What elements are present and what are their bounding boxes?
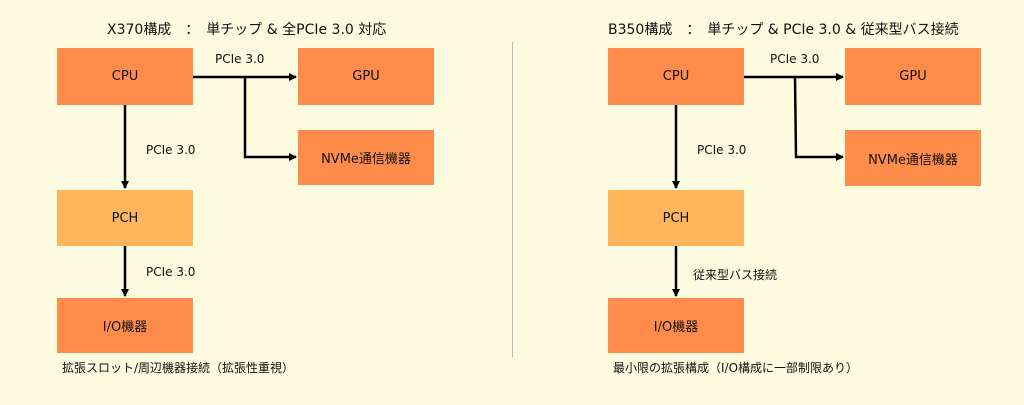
right-io-box: I/O機器 bbox=[608, 298, 744, 353]
left-io-link-label: PCIe 3.0 bbox=[146, 265, 196, 279]
right-gpu-box: GPU bbox=[845, 48, 981, 105]
right-nvme-box: NVMe通信機器 bbox=[845, 130, 981, 186]
left-title: X370構成 ： 単チップ & 全PCIe 3.0 対応 bbox=[107, 22, 387, 38]
right-title: B350構成 ： 単チップ & PCIe 3.0 & 従来型バス接続 bbox=[608, 22, 959, 38]
left-gpu-link-label: PCIe 3.0 bbox=[215, 52, 265, 66]
right-gpu-link-label: PCIe 3.0 bbox=[770, 52, 820, 66]
right-cpu-nvme-arrow bbox=[793, 76, 844, 161]
left-pch-link-label: PCIe 3.0 bbox=[146, 143, 196, 157]
right-pch-link-label: PCIe 3.0 bbox=[697, 143, 747, 157]
left-note: 拡張スロット/周辺機器接続（拡張性重視） bbox=[62, 361, 295, 375]
left-pch-box: PCH bbox=[57, 190, 193, 246]
left-cpu-box: CPU bbox=[57, 48, 193, 105]
right-pch-box: PCH bbox=[608, 190, 744, 246]
left-gpu-box: GPU bbox=[298, 48, 434, 105]
right-io-link-label: 従来型バス接続 bbox=[693, 268, 778, 282]
left-cpu-nvme-arrow bbox=[243, 77, 297, 161]
left-nvme-box: NVMe通信機器 bbox=[298, 130, 434, 185]
right-note: 最小限の拡張構成（I/O構成に一部制限あり） bbox=[613, 361, 859, 375]
divider bbox=[512, 42, 513, 357]
left-io-box: I/O機器 bbox=[57, 298, 193, 353]
right-cpu-box: CPU bbox=[608, 48, 744, 105]
